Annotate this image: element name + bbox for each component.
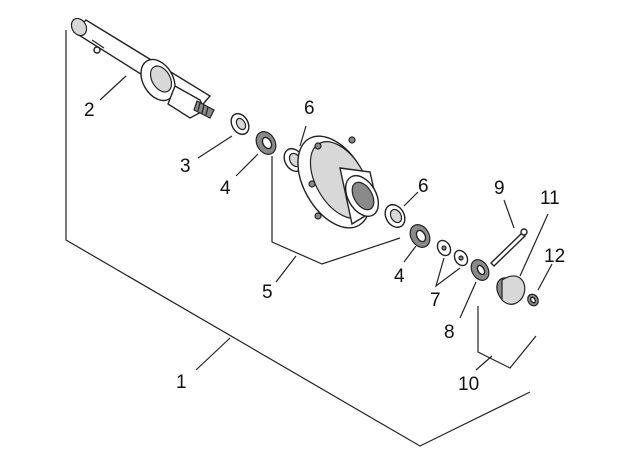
leader-10: [477, 306, 537, 369]
leader-11: [519, 213, 549, 277]
leader-5: [271, 156, 401, 265]
callout-labels: 1 2 3 4 4 5 6 6 7 8 9 10 11 12: [84, 98, 565, 395]
grease-fitting: [527, 293, 539, 307]
outer-bearing: [409, 224, 431, 248]
leader-12: [537, 263, 553, 291]
grease-seal: [230, 112, 250, 136]
callout-12: 12: [544, 246, 565, 267]
castle-nut: [470, 259, 490, 281]
leader-lines: [65, 30, 553, 447]
leader-3: [197, 135, 233, 159]
leader-1: [65, 30, 531, 447]
leader-9: [503, 199, 515, 229]
leader-5-callout: [275, 255, 297, 283]
washers: [436, 239, 469, 267]
callout-3: 3: [180, 156, 191, 177]
callout-4a: 4: [220, 178, 231, 199]
callout-5: 5: [262, 282, 273, 303]
leader-4a: [235, 153, 259, 177]
callout-2: 2: [84, 100, 95, 121]
callout-4b: 4: [394, 266, 405, 287]
leader-8: [459, 281, 477, 319]
leader-7: [434, 257, 461, 288]
wheel-hub: [297, 135, 380, 229]
callout-10: 10: [458, 374, 479, 395]
callout-6a: 6: [304, 98, 315, 119]
leader-10-callout: [475, 355, 493, 371]
outer-race: [384, 203, 406, 229]
leader-6b: [403, 191, 419, 207]
callout-7: 7: [430, 290, 441, 311]
callout-9: 9: [494, 178, 505, 199]
cotter-pin: [490, 228, 528, 267]
leader-1-callout: [195, 337, 231, 371]
callout-6b: 6: [418, 176, 429, 197]
callout-8: 8: [444, 322, 455, 343]
leader-4b: [403, 245, 417, 263]
leader-2: [99, 75, 127, 101]
callout-11: 11: [540, 188, 560, 209]
callout-1: 1: [176, 372, 187, 393]
dust-cap: [496, 275, 526, 305]
leader-6a: [299, 125, 307, 147]
inner-bearing: [255, 131, 277, 155]
spindle-shaft: [70, 17, 215, 119]
